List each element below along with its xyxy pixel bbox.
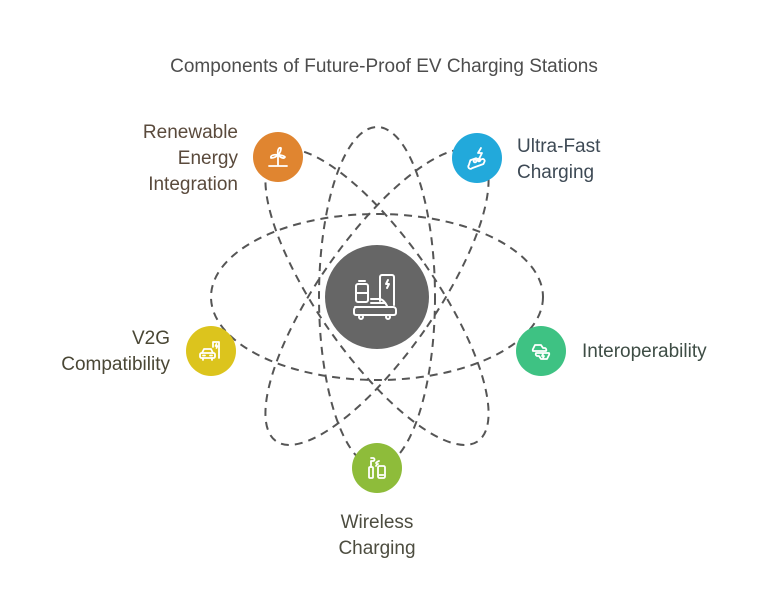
label-line: Integration: [148, 174, 238, 195]
label-renewable-energy: Renewable Energy Integration: [143, 120, 238, 198]
label-v2g-compatibility: V2G Compatibility: [61, 326, 170, 378]
label-ultra-fast-charging: Ultra-Fast Charging: [517, 134, 600, 186]
fast-charging-car-icon: [467, 147, 486, 170]
center-hub: [325, 245, 429, 349]
interoperable-vehicles-icon: [531, 344, 551, 360]
label-wireless-charging: Wireless Charging: [297, 510, 457, 562]
label-line: Renewable: [142, 122, 238, 143]
label-line: Energy: [177, 148, 238, 169]
node-interoperability: [516, 326, 566, 376]
label-line: Compatibility: [61, 354, 170, 375]
wind-turbine-icon: [268, 146, 288, 167]
orbit-tilted-right: [264, 148, 490, 446]
orbit-horizontal: [210, 213, 544, 381]
diagram-title: Components of Future-Proof EV Charging S…: [170, 56, 598, 77]
vehicle-to-grid-icon: [199, 341, 220, 361]
label-line: V2G: [131, 328, 170, 349]
node-wireless-charging: [352, 443, 402, 493]
node-v2g-compatibility: [186, 326, 236, 376]
label-line: Charging: [517, 162, 595, 183]
label-line: Charging: [338, 538, 416, 559]
label-line: Interoperability: [582, 341, 707, 362]
node-renewable-energy: [253, 132, 303, 182]
wireless-charging-icon: [368, 457, 386, 479]
orbit-tilted-left: [264, 148, 490, 446]
node-ultra-fast-charging: [452, 133, 502, 183]
label-interoperability: Interoperability: [582, 339, 707, 365]
ev-charging-station-icon: [353, 274, 397, 320]
label-line: Wireless: [340, 512, 414, 533]
label-line: Ultra-Fast: [517, 136, 601, 157]
